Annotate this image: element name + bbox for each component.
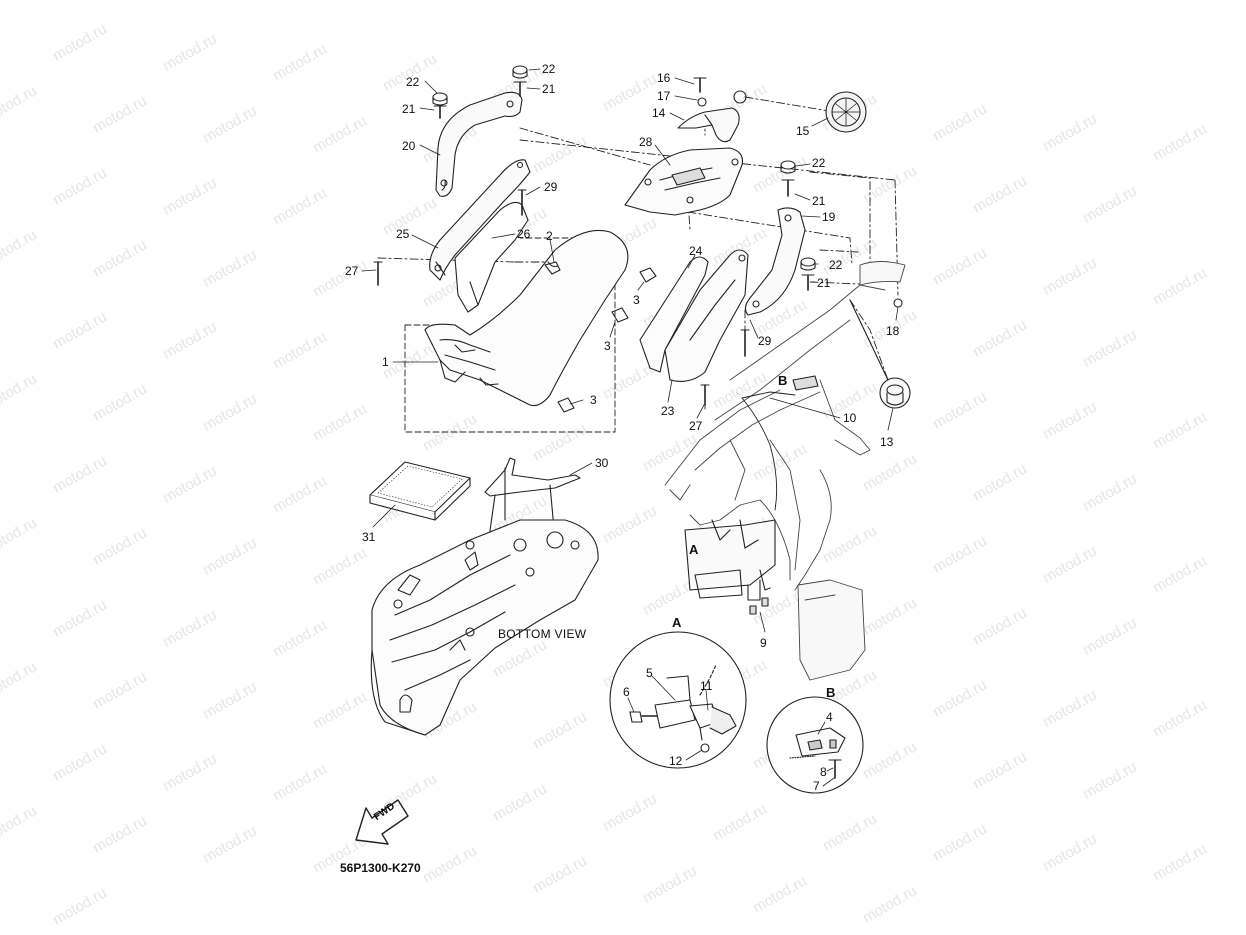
bolts-and-caps (432, 65, 903, 308)
grab-handle-right (744, 207, 806, 316)
callout-1: 1 (382, 355, 389, 369)
detail-b (766, 696, 864, 794)
callout-3: 3 (633, 293, 640, 307)
callout-22: 22 (542, 62, 556, 76)
callout-18: 18 (886, 324, 900, 338)
fwd-arrow-icon (355, 799, 409, 845)
callout-8: 8 (820, 765, 827, 779)
callout-2: 2 (546, 229, 553, 243)
callout-27: 27 (345, 264, 359, 278)
callout-28: 28 (639, 135, 653, 149)
callout-10: 10 (843, 411, 857, 425)
grab-handle-left (435, 91, 523, 197)
switch-b-mount (792, 375, 819, 391)
diagram-code: 56P1300-K270 (340, 861, 421, 875)
callout-22: 22 (829, 258, 843, 272)
marker-a-label: A (689, 542, 699, 557)
pad-31 (369, 461, 471, 521)
emblem-15 (733, 90, 867, 133)
grommets (557, 267, 657, 413)
callout-17: 17 (657, 89, 671, 103)
callout-24: 24 (689, 244, 703, 258)
callout-29: 29 (758, 334, 772, 348)
callout-22: 22 (406, 75, 420, 89)
detail-a (609, 631, 747, 769)
callout-9: 9 (760, 636, 767, 650)
callout-26: 26 (517, 227, 531, 241)
callout-25: 25 (396, 227, 410, 241)
callout-7: 7 (813, 779, 820, 793)
inner-panel-left (454, 201, 529, 313)
leader-lines (361, 68, 899, 787)
detail-b-label: B (826, 685, 836, 700)
callout-11: 11 (700, 679, 713, 693)
callout-3: 3 (590, 393, 597, 407)
bottom-view-label: BOTTOM VIEW (498, 627, 587, 641)
callout-4: 4 (826, 710, 833, 724)
callout-23: 23 (661, 404, 675, 418)
callout-31: 31 (362, 530, 376, 544)
callout-20: 20 (402, 139, 416, 153)
seat (424, 229, 629, 407)
callout-27: 27 (689, 419, 703, 433)
callout-3: 3 (604, 339, 611, 353)
callout-21: 21 (542, 82, 556, 96)
bracket-14 (677, 107, 740, 143)
callout-13: 13 (880, 435, 894, 449)
callout-5: 5 (646, 666, 653, 680)
side-cover-left (429, 159, 531, 281)
callout-19: 19 (822, 210, 836, 224)
carrier-plate-28 (624, 147, 744, 216)
callout-15: 15 (796, 124, 810, 138)
callout-14: 14 (652, 106, 666, 120)
callout-21: 21 (402, 102, 416, 116)
grommet-13 (849, 299, 911, 409)
detail-a-label: A (672, 615, 682, 630)
rear-frame (664, 261, 906, 681)
plate-bracket (684, 519, 776, 615)
screws (373, 189, 750, 406)
callout-6: 6 (623, 685, 630, 699)
callout-16: 16 (657, 71, 671, 85)
callout-12: 12 (669, 754, 683, 768)
fender-bottom-view (370, 519, 599, 736)
callout-29: 29 (544, 180, 558, 194)
callout-21: 21 (812, 194, 826, 208)
marker-b-label: B (778, 373, 788, 388)
callout-21: 21 (817, 276, 831, 290)
callout-30: 30 (595, 456, 609, 470)
callout-22: 22 (812, 156, 826, 170)
side-cover-right (639, 249, 749, 382)
